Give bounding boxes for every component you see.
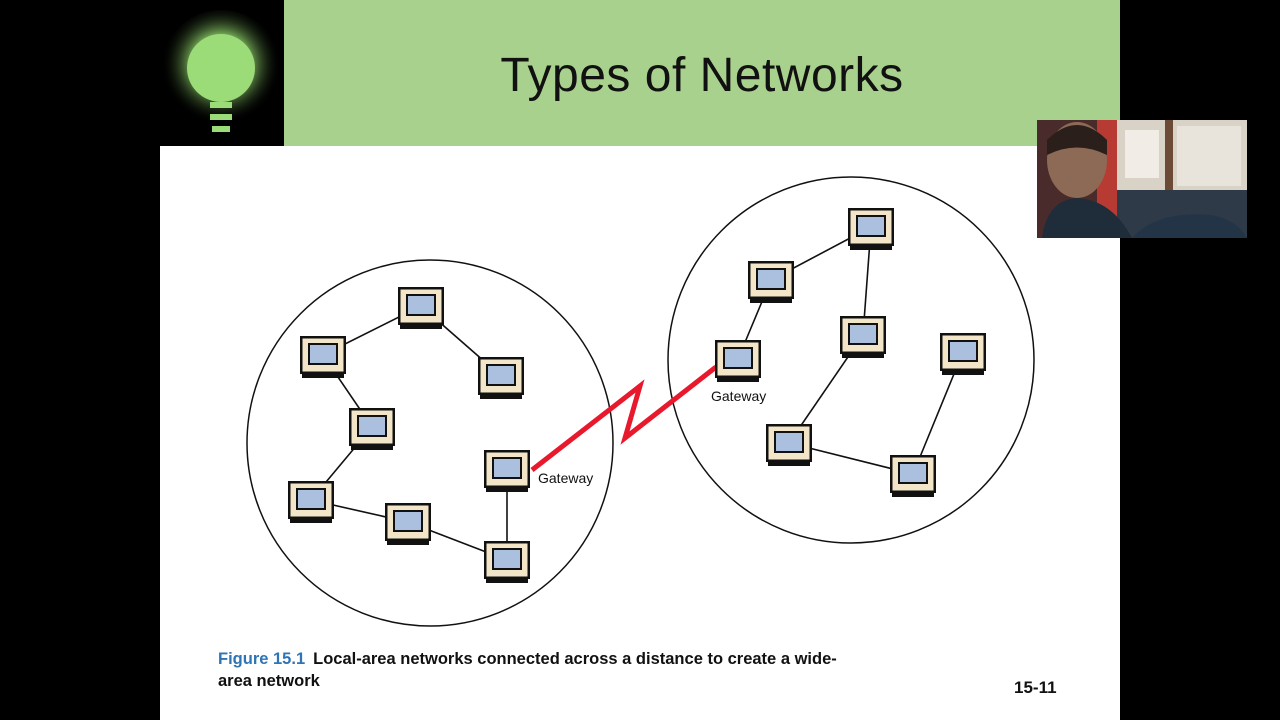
computer-monitor-icon (890, 455, 936, 497)
presenter-video-feed (1037, 120, 1247, 238)
gateway-label-right: Gateway (711, 388, 766, 404)
slide-number: 15-11 (1014, 678, 1057, 697)
gateway-label-left: Gateway (538, 470, 593, 486)
figure-caption-text: Local-area networks connected across a d… (218, 650, 837, 690)
gateway-computer-right (715, 340, 761, 382)
lan-boundary-left (246, 259, 614, 627)
computer-monitor-icon (848, 208, 894, 250)
lightbulb-icon (158, 0, 284, 146)
computer-monitor-icon (748, 261, 794, 303)
slide-title: Types of Networks (500, 49, 904, 102)
computer-monitor-icon (300, 336, 346, 378)
slide-body (160, 146, 1120, 720)
computer-monitor-icon (288, 481, 334, 523)
computer-monitor-icon (349, 408, 395, 450)
computer-monitor-icon (478, 357, 524, 399)
presenter-webcam (1037, 120, 1247, 238)
computer-monitor-icon (385, 503, 431, 545)
computer-monitor-icon (840, 316, 886, 358)
slide-header-band (284, 0, 1120, 146)
gateway-computer-left (484, 450, 530, 492)
figure-label: Figure 15.1 (218, 650, 306, 668)
computer-monitor-icon (484, 541, 530, 583)
computer-monitor-icon (398, 287, 444, 329)
computer-monitor-icon (766, 424, 812, 466)
computer-monitor-icon (940, 333, 986, 375)
wan-link (530, 365, 718, 472)
lan-boundary-right (667, 176, 1035, 544)
